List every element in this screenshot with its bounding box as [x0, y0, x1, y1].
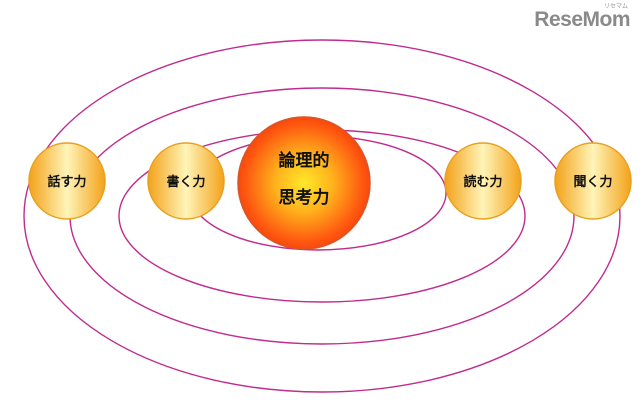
planet-read: 読む力: [444, 142, 522, 220]
planet-write-circle: [147, 142, 225, 220]
center-label-line1: 論理的: [279, 150, 330, 171]
watermark-kana: リセマム: [603, 4, 628, 10]
center-label-line2: 思考力: [279, 187, 330, 208]
orbit-ring-outer: [23, 39, 621, 393]
planet-speak: 話す力: [28, 142, 106, 220]
planet-write: 書く力: [147, 142, 225, 220]
planet-listen: 聞く力: [554, 142, 632, 220]
planet-read-label: 読む力: [463, 174, 502, 190]
planet-listen-circle: [554, 142, 632, 220]
planet-read-circle: [444, 142, 522, 220]
center-sun-circle: [237, 116, 371, 250]
planet-speak-circle: [28, 142, 106, 220]
planet-listen-label: 聞く力: [573, 174, 612, 190]
resemom-watermark-logo: リセマム ReseMom: [534, 4, 630, 32]
planet-speak-label: 話す力: [47, 174, 86, 190]
watermark-brand: ReseMom: [534, 8, 630, 31]
planet-write-label: 書く力: [166, 174, 205, 190]
